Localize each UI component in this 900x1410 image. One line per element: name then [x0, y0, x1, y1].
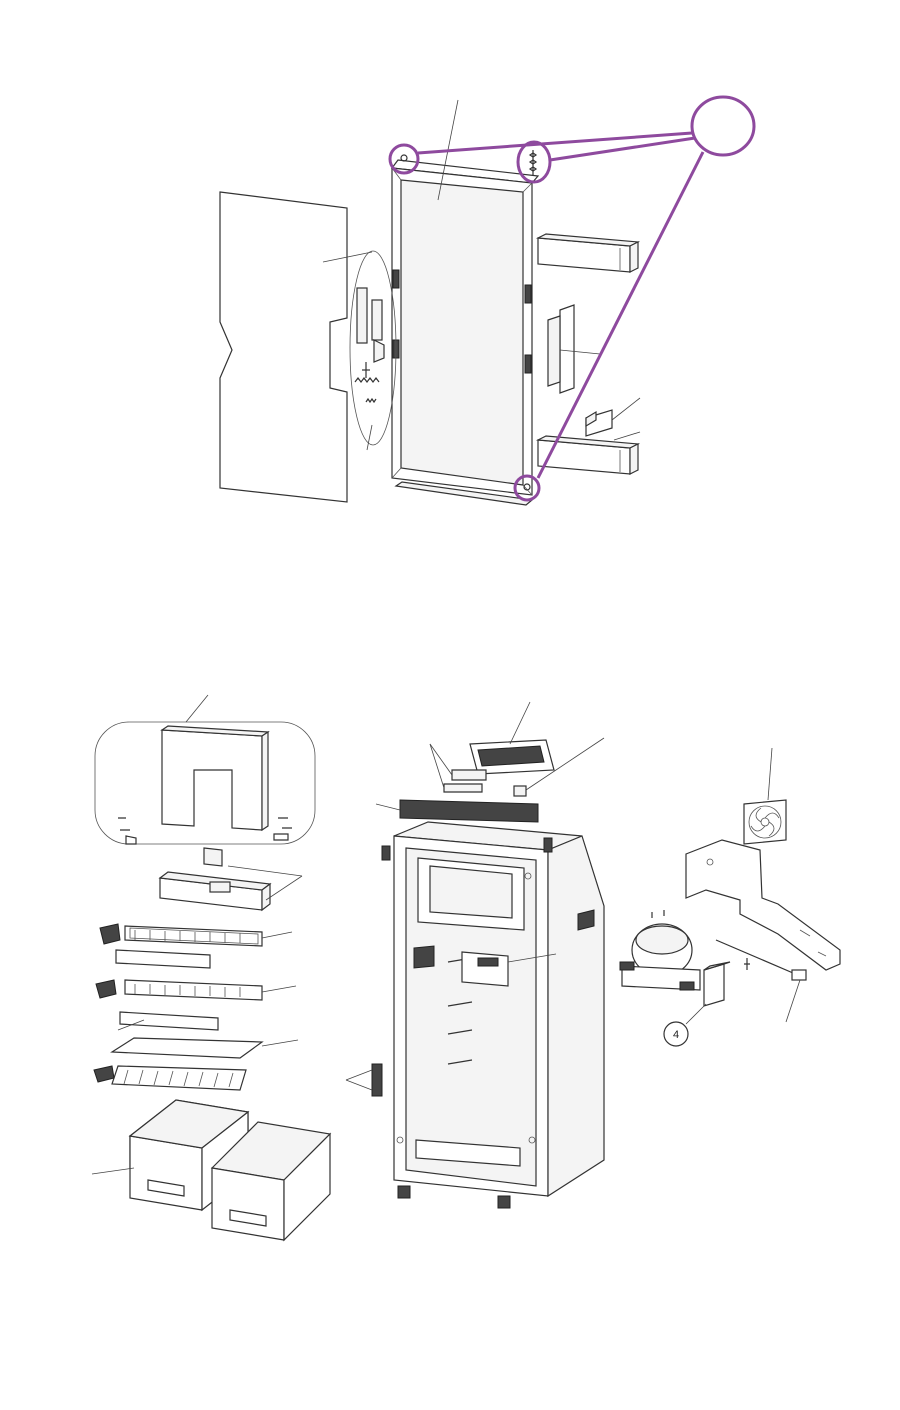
- top-vent-bar: [375, 799, 539, 823]
- top-right-hinge-screws: [528, 150, 538, 176]
- freezer-door-detail: [94, 694, 316, 845]
- shelf-3: [93, 1065, 247, 1091]
- rear-cover: [685, 839, 841, 971]
- door-frame: [390, 99, 540, 496]
- shelf-2: [95, 979, 297, 1031]
- crisper-cover: [110, 1037, 299, 1059]
- freezer-door-hinges: [118, 817, 292, 845]
- top-hinge-pin: [400, 154, 408, 162]
- shelf-1: [99, 923, 293, 969]
- cabinet-top-components: [375, 701, 605, 823]
- cabinet: [381, 821, 605, 1209]
- callout-label: 4: [673, 1029, 679, 1041]
- condenser-fan: [743, 747, 787, 845]
- door-bin-clip: [585, 397, 641, 437]
- relay-box: [685, 961, 731, 1025]
- callout-4: 4: [663, 1021, 689, 1047]
- thermostat-bracket: [429, 743, 487, 793]
- handle-detail: [322, 250, 397, 451]
- door-handle-bracket: [547, 304, 601, 394]
- crisper-drawer-right: [210, 1121, 332, 1242]
- bottom-hinge-pin: [523, 483, 531, 491]
- door-shelf-upper: [535, 233, 641, 273]
- door-shelf-lower: [535, 431, 641, 475]
- door-stop-hinge: [345, 1063, 383, 1097]
- compressor: [619, 910, 701, 991]
- light-switch: [513, 737, 605, 797]
- capillary-tube: [715, 939, 807, 1023]
- door-panel: [219, 191, 348, 503]
- door-assembly: [219, 99, 641, 506]
- control-panel-housing: [469, 701, 555, 775]
- egg-tray: [158, 847, 303, 912]
- hinge-highlight-annotation: [388, 95, 756, 502]
